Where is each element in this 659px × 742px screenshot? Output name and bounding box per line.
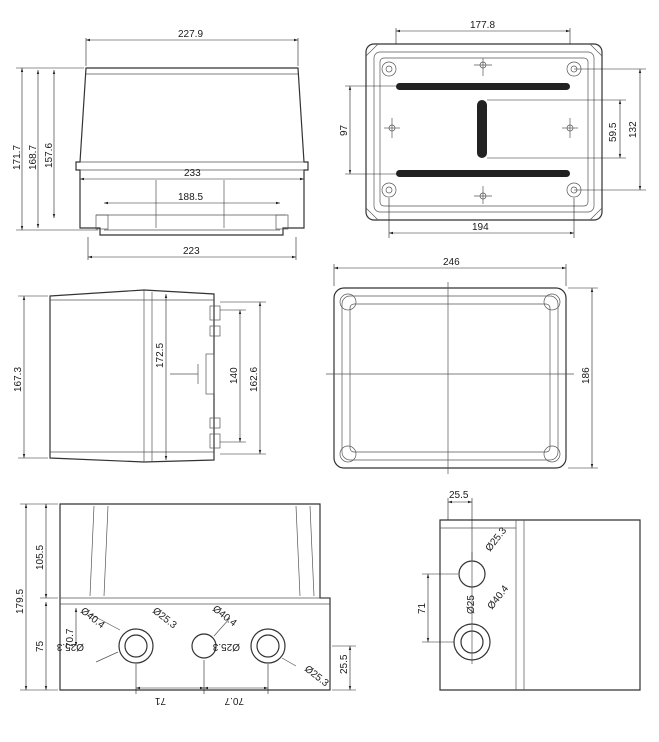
view-top: 246 186 (326, 257, 598, 474)
dim-knock-d-small-b: Ø25.3 (56, 641, 84, 652)
dim-back-width-bottom: 194 (472, 222, 489, 233)
dim-top-view-height: 186 (581, 367, 592, 384)
view-front-knockouts: 179.5 105.5 75 70.7 Ø40.4 Ø25.3 Ø40.4 Ø2… (15, 503, 356, 706)
dim-knock-lower: 75 (35, 640, 46, 652)
dim-knock-d-large-b: Ø40.4 (210, 604, 239, 630)
view-end-knockouts: 25.5 71 Ø25.3 Ø25 Ø40.4 (417, 490, 641, 691)
dim-side-h-inner: 172.5 (155, 343, 166, 368)
view-side: 167.3 172.5 140 162.6 (13, 289, 266, 463)
dim-knock-hole-h: 70.7 (65, 628, 76, 648)
dim-end-width-top: 25.5 (449, 490, 469, 501)
dim-end-d-small-inner: Ø25 (466, 595, 477, 614)
dim-top-view-width: 246 (443, 257, 460, 268)
dim-end-d-large: Ø40.4 (486, 583, 512, 612)
dim-mid-width: 233 (184, 168, 201, 179)
view-front: 227.9 233 188.5 223 171.7 168.7 157.6 (12, 29, 309, 260)
dim-knock-hole-low: 25.5 (339, 654, 350, 674)
dim-knock-spacing-a: 71 (154, 695, 166, 706)
dim-knock-d-small-a: Ø25.3 (150, 606, 179, 632)
dim-back-h-left: 97 (339, 124, 350, 136)
dim-knock-d-small-c: Ø25.3 (212, 641, 240, 652)
dim-total-height: 171.7 (12, 145, 23, 170)
dim-side-h-mid: 140 (229, 367, 240, 384)
dim-back-h-inner: 59.5 (608, 122, 619, 142)
dim-knock-total: 179.5 (15, 589, 26, 614)
dim-inner-width: 188.5 (178, 192, 203, 203)
dim-knock-d-large-a: Ø40.4 (78, 606, 107, 632)
dim-knock-upper: 105.5 (35, 545, 46, 570)
dim-side-h-right: 162.6 (249, 367, 260, 392)
dim-body-height: 168.7 (28, 145, 39, 170)
dim-end-d-small: Ø25.3 (484, 525, 510, 554)
dim-back-width-top: 177.8 (470, 20, 495, 31)
dim-side-h-left: 167.3 (13, 367, 24, 392)
dim-bottom-width: 223 (183, 246, 200, 257)
dim-knock-d-small-d: Ø25.3 (302, 664, 331, 690)
dim-end-h-spacing: 71 (417, 602, 428, 614)
dim-top-width: 227.9 (178, 29, 203, 40)
dim-inner-height: 157.6 (44, 143, 55, 168)
dim-knock-spacing-b: 70.7 (224, 695, 244, 706)
view-back: 177.8 97 59.5 132 194 (339, 20, 646, 238)
dim-back-h-right: 132 (628, 121, 639, 138)
